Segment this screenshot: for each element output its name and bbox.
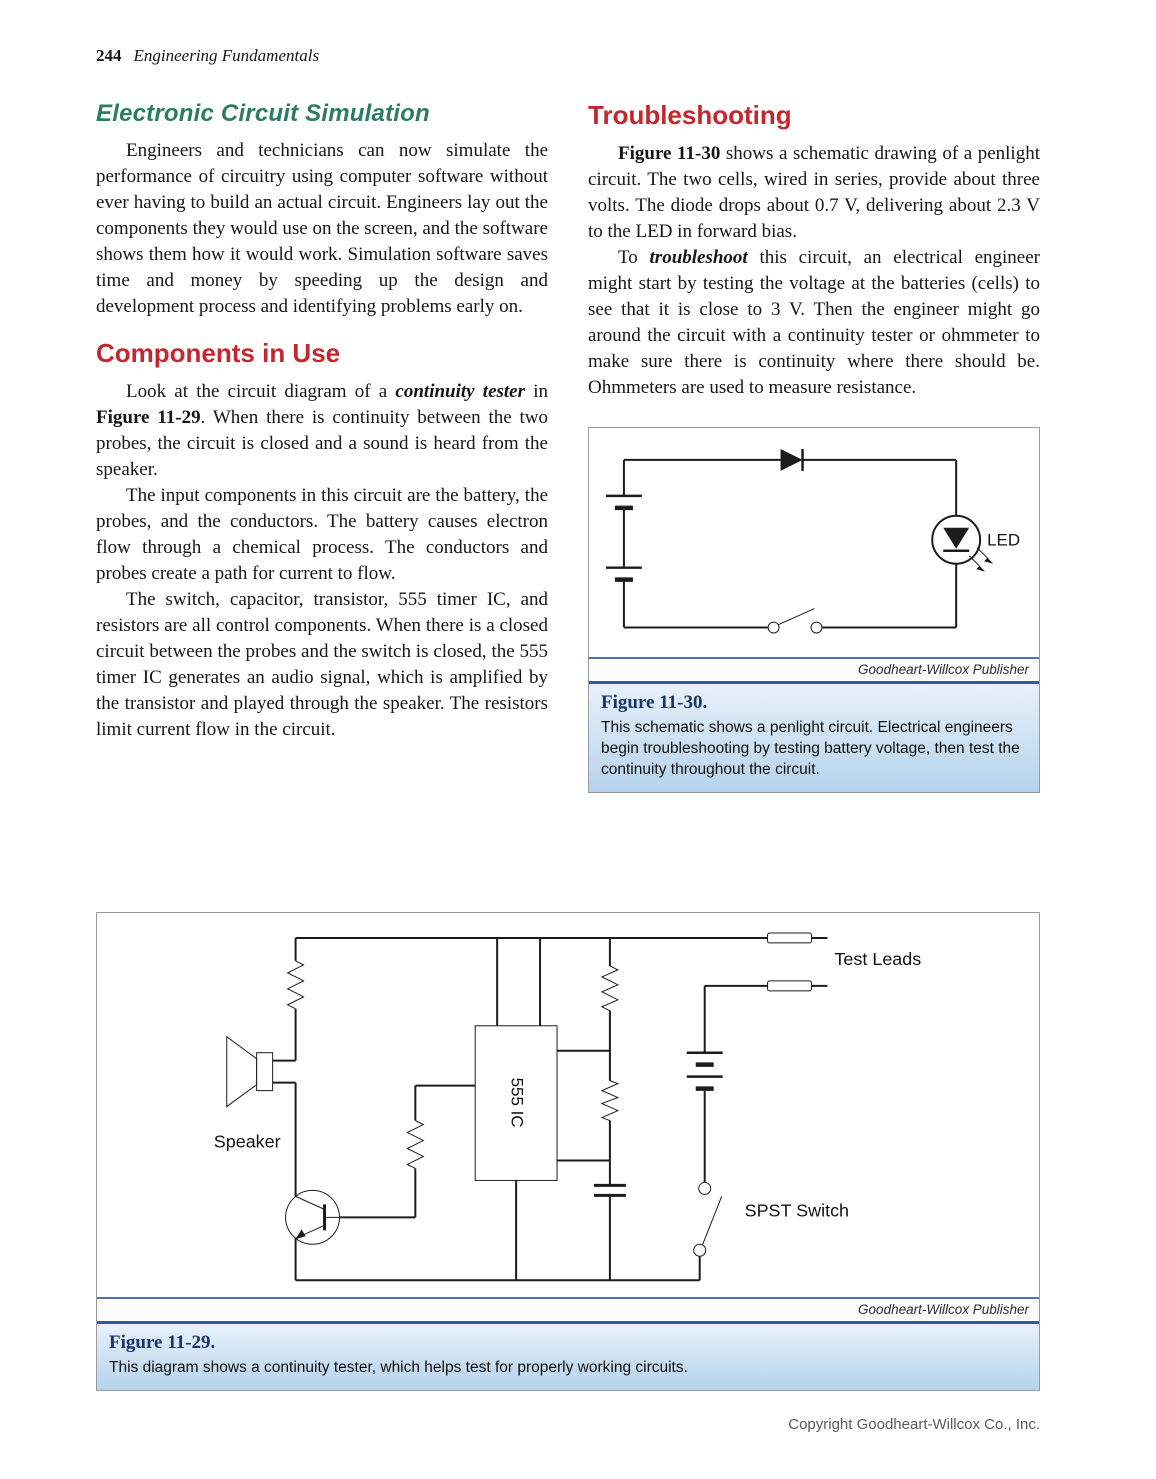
battery-symbol — [686, 1051, 723, 1091]
resistor-r2 — [406, 1120, 425, 1169]
capacitor-symbol — [593, 1183, 626, 1197]
test-lead-probes — [767, 932, 812, 992]
resistor-r1 — [286, 960, 305, 1010]
spst-switch-symbol — [693, 1181, 723, 1257]
figure-11-29: Test Leads Speaker 555 IC SPST Switch Go… — [96, 912, 1040, 1392]
speaker-label: Speaker — [214, 1131, 281, 1151]
emphasis-troubleshoot: troubleshoot — [649, 247, 748, 268]
test-leads-label: Test Leads — [834, 949, 921, 969]
battery-symbol — [605, 494, 642, 582]
figure-caption-text: This schematic shows a penlight circuit.… — [601, 719, 1020, 779]
spst-switch-label: SPST Switch — [745, 1200, 849, 1220]
led-symbol — [931, 514, 994, 572]
transistor-symbol — [285, 1189, 340, 1245]
penlight-schematic-canvas: LED — [589, 428, 1039, 658]
text-segment: shows a schematic drawing of a penlight … — [588, 143, 1040, 242]
paragraph-troubleshooting-2: To troubleshoot this circuit, an electri… — [588, 245, 1040, 401]
heading-troubleshooting: Troubleshooting — [588, 100, 792, 130]
switch-symbol — [767, 608, 823, 634]
figure-reference-11-30: Figure 11-30 — [618, 143, 721, 164]
text-segment: To — [618, 247, 650, 268]
heading-electronic-circuit-simulation: Electronic Circuit Simulation — [96, 100, 430, 127]
book-title: Engineering Fundamentals — [133, 46, 320, 65]
two-column-layout: Electronic Circuit Simulation Engineers … — [96, 100, 1040, 880]
continuity-tester-schematic: Test Leads Speaker 555 IC SPST Switch — [214, 932, 921, 1282]
emphasis-continuity-tester: continuity tester — [395, 381, 526, 402]
heading-components-in-use: Components in Use — [96, 338, 341, 368]
led-label: LED — [987, 531, 1020, 550]
text-segment: in — [525, 381, 548, 402]
right-column: Troubleshooting Figure 11-30 shows a sch… — [588, 100, 1040, 794]
ic-chip-555 — [474, 1025, 558, 1181]
circuit-wires — [272, 936, 828, 1282]
diode-symbol — [780, 448, 804, 471]
figure-11-30: LED Goodheart-Willcox Publisher Figure 1… — [588, 427, 1040, 794]
speaker-symbol — [226, 1035, 274, 1108]
copyright-line: Copyright Goodheart-Willcox Co., Inc. — [788, 1416, 1040, 1433]
figure-reference-11-29: Figure 11-29 — [96, 407, 201, 428]
ic-555-label: 555 IC — [508, 1078, 527, 1128]
paragraph-components-2: The input components in this circuit are… — [96, 485, 548, 584]
figure-label: Figure 11-30. — [601, 692, 708, 714]
page-number: 244 — [96, 46, 122, 65]
resistor-r4 — [600, 1080, 620, 1122]
paragraph-troubleshooting-1: Figure 11-30 shows a schematic drawing o… — [588, 141, 1040, 245]
circuit-wires — [622, 458, 958, 629]
resistor-r3 — [600, 965, 620, 1012]
figure-caption-text: This diagram shows a continuity tester, … — [109, 1359, 688, 1377]
text-segment: . When there is continuity between the t… — [96, 407, 548, 480]
left-column: Electronic Circuit Simulation Engineers … — [96, 100, 548, 743]
text-segment: this circuit, an electrical engineer mig… — [588, 247, 1041, 398]
continuity-tester-canvas: Test Leads Speaker 555 IC SPST Switch — [97, 913, 1039, 1298]
figure-caption: Figure 11-29. This diagram shows a conti… — [97, 1321, 1039, 1391]
paragraph-components-1: Look at the circuit diagram of a continu… — [96, 379, 548, 483]
figure-credit: Goodheart-Willcox Publisher — [97, 1297, 1039, 1322]
penlight-circuit-schematic: LED — [605, 448, 1020, 634]
figure-label: Figure 11-29. — [109, 1332, 216, 1354]
running-head: 244 Engineering Fundamentals — [96, 46, 1040, 66]
paragraph-simulation: Engineers and technicians can now simula… — [96, 140, 548, 317]
figure-credit: Goodheart-Willcox Publisher — [589, 657, 1039, 682]
figure-caption: Figure 11-30. This schematic shows a pen… — [589, 681, 1039, 793]
text-segment: Look at the circuit diagram of a — [126, 381, 396, 402]
paragraph-components-3: The switch, capacitor, transistor, 555 t… — [96, 589, 548, 740]
